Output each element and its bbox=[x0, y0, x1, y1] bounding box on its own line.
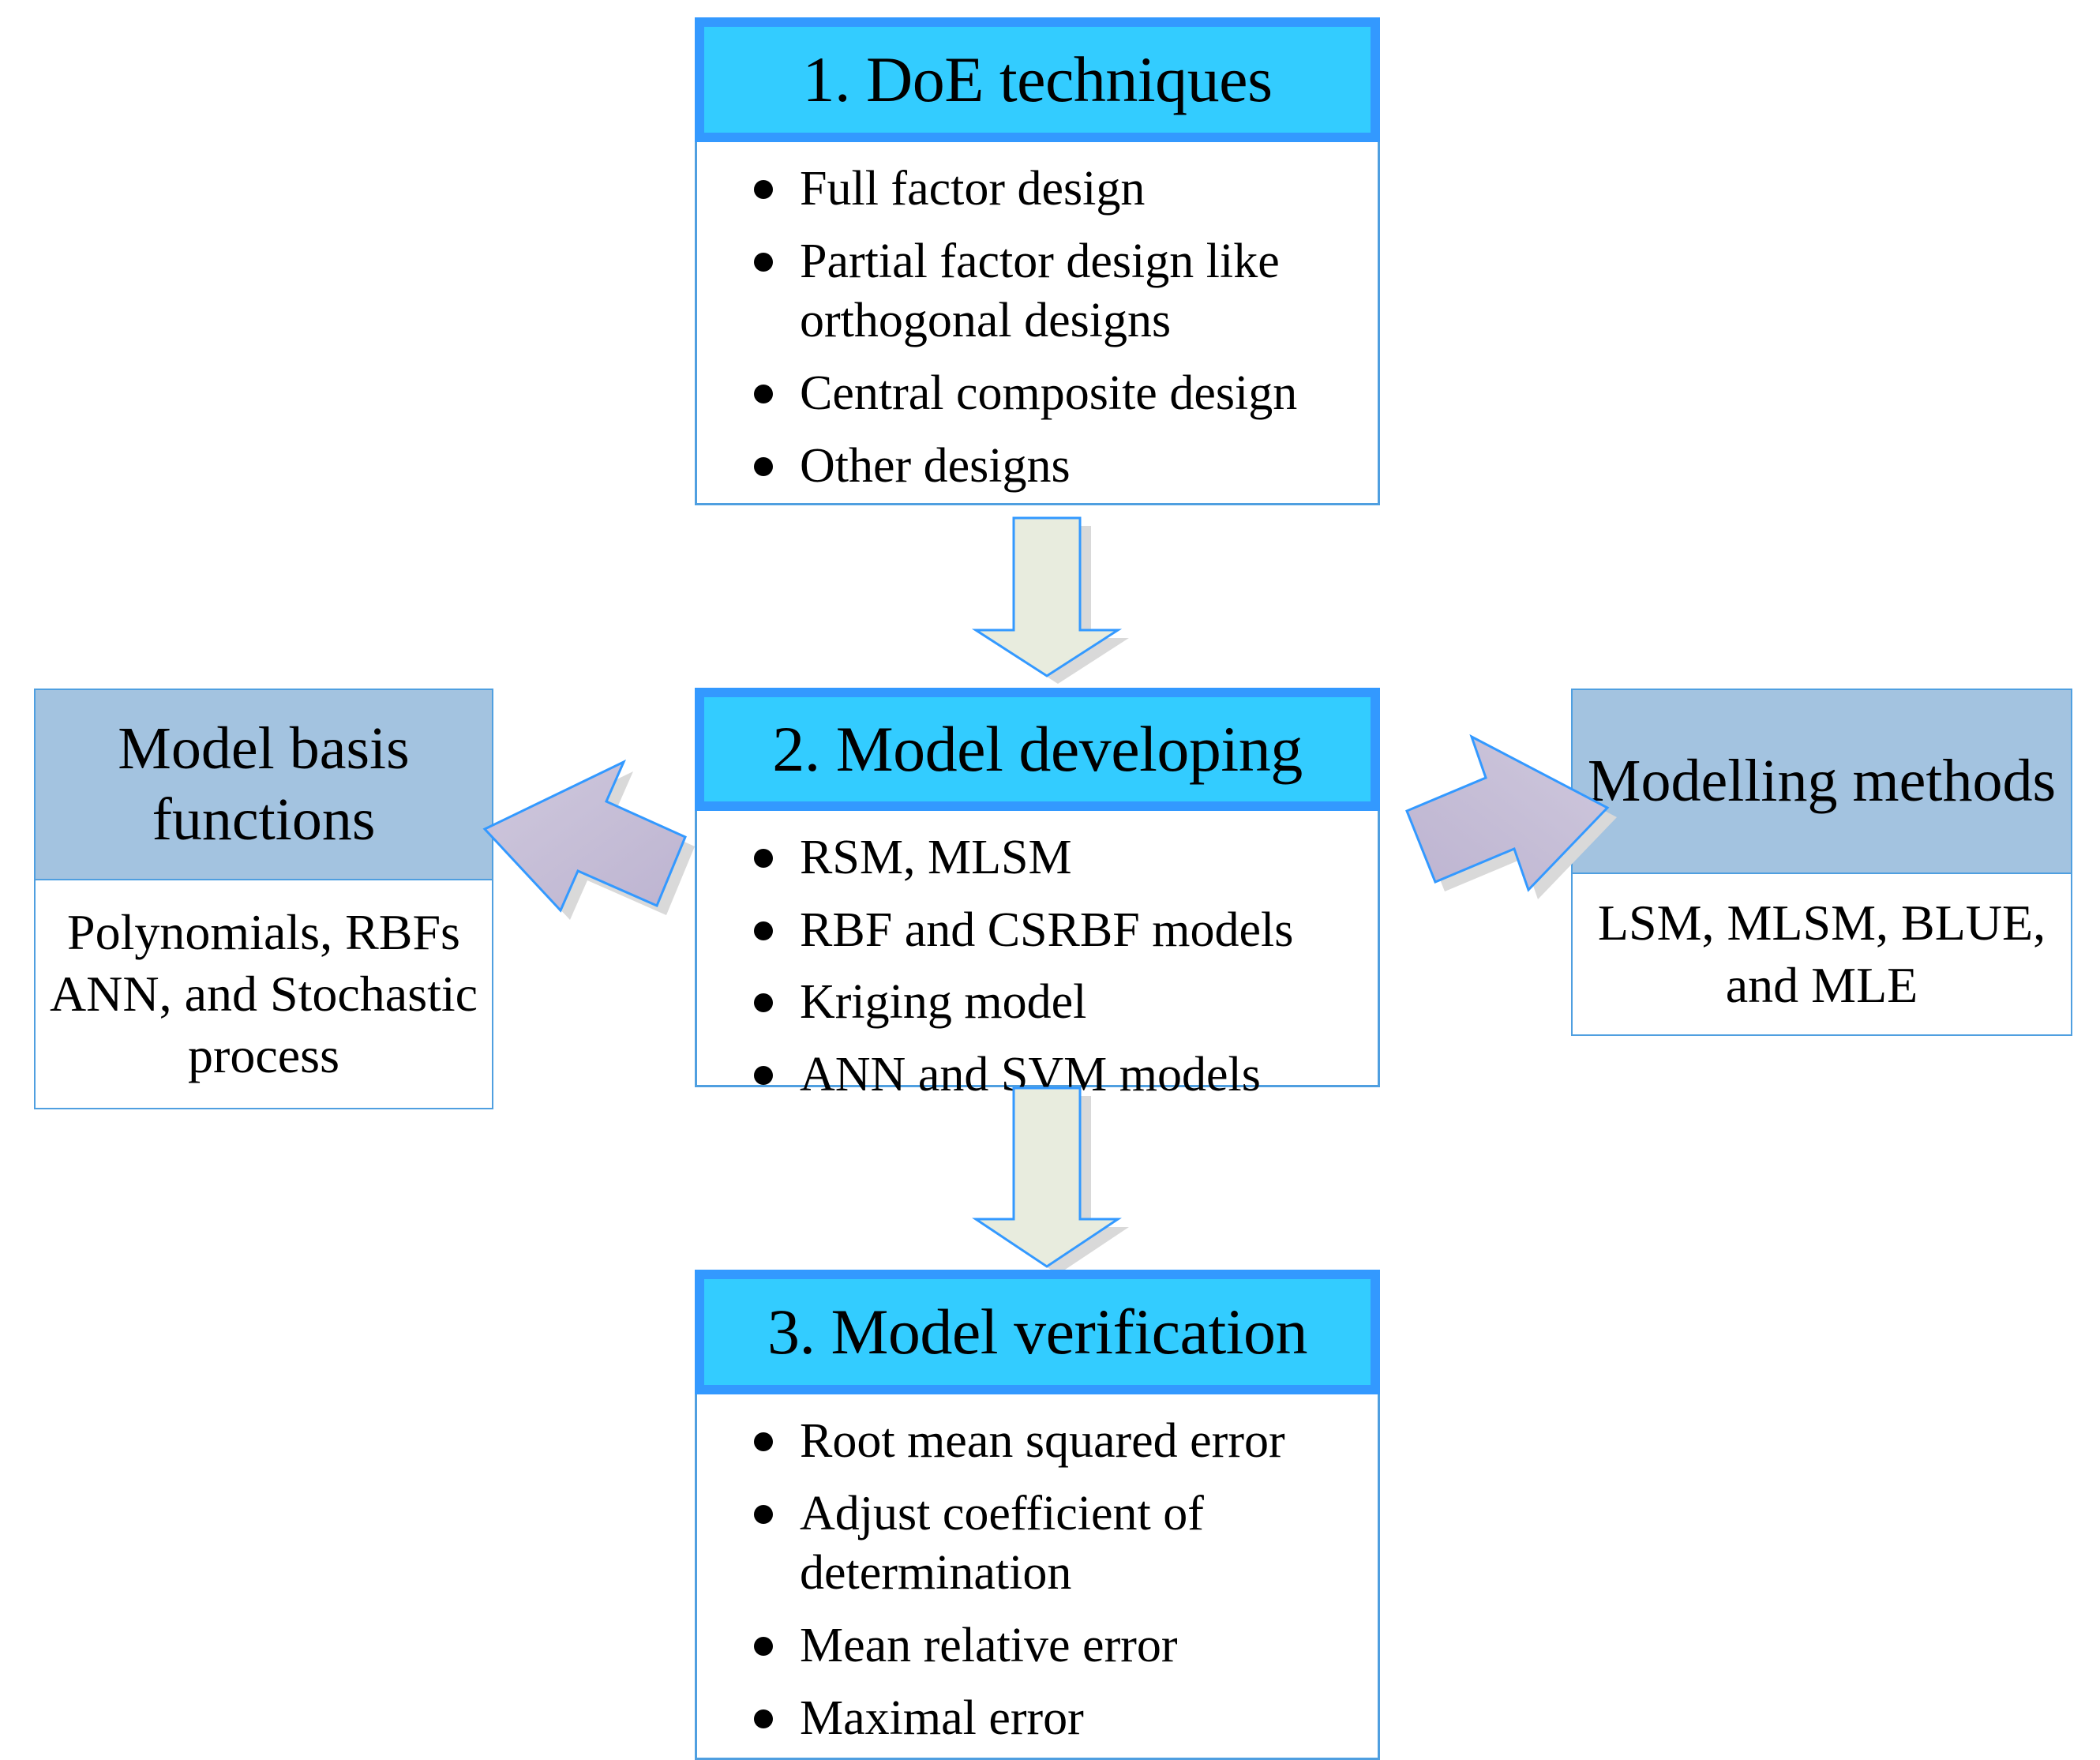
step-card-model-developing-body: RSM, MLSM RBF and CSRBF models Kriging m… bbox=[695, 811, 1380, 1101]
step-card-model-verification: 3. Model verification Root mean squared … bbox=[695, 1270, 1380, 1760]
list-item-label: RSM, MLSM bbox=[800, 831, 1072, 884]
list-item: Root mean squared error bbox=[705, 1412, 1370, 1472]
list-item-label: Mean relative error bbox=[800, 1618, 1178, 1672]
connector-basis-to-developing bbox=[474, 754, 726, 940]
connector-methods-to-developing bbox=[1389, 730, 1642, 924]
step-card-doe-header: 1. DoE techniques bbox=[695, 17, 1380, 142]
bullet-icon bbox=[754, 384, 773, 403]
side-card-modelling-methods-body: LSM, MLSM, BLUE, and MLE bbox=[1571, 874, 2072, 1036]
list-item: Other designs bbox=[705, 437, 1370, 497]
list-item-label: Other designs bbox=[800, 438, 1071, 493]
list-item: RBF and CSRBF models bbox=[705, 901, 1370, 961]
list-item-label: Full factor design bbox=[800, 162, 1146, 216]
bullet-icon bbox=[754, 993, 773, 1013]
step-card-model-verification-list: Root mean squared error Adjust coefficie… bbox=[705, 1412, 1370, 1748]
list-item-label: Kriging model bbox=[800, 975, 1087, 1030]
connector-developing-to-verification bbox=[928, 1086, 1165, 1274]
list-item-label: RBF and CSRBF models bbox=[800, 903, 1294, 957]
step-card-doe-title: 1. DoE techniques bbox=[802, 43, 1273, 115]
connector-doe-to-developing bbox=[928, 512, 1165, 684]
list-item: Mean relative error bbox=[705, 1616, 1370, 1676]
side-card-modelling-methods-title: Modelling methods bbox=[1587, 747, 2057, 814]
step-card-model-verification-title: 3. Model verification bbox=[767, 1296, 1308, 1368]
list-item-label: Central composite design bbox=[800, 366, 1298, 420]
side-card-modelling-methods-text: LSM, MLSM, BLUE, and MLE bbox=[1597, 895, 2046, 1013]
side-card-modelling-methods: Modelling methods LSM, MLSM, BLUE, and M… bbox=[1571, 689, 2072, 1036]
bullet-icon bbox=[754, 1504, 773, 1524]
list-item-label: Maximal error bbox=[800, 1691, 1084, 1745]
list-item: Partial factor design like orthogonal de… bbox=[705, 232, 1370, 351]
list-item-label: Partial factor design like orthogonal de… bbox=[800, 234, 1280, 348]
side-card-model-basis-functions-title: Model basis functions bbox=[118, 715, 410, 853]
arrow-diagonal-right-icon bbox=[482, 759, 695, 920]
bullet-icon bbox=[754, 252, 773, 272]
bullet-icon bbox=[754, 849, 773, 869]
step-card-model-developing-title: 2. Model developing bbox=[772, 713, 1303, 785]
side-card-modelling-methods-header: Modelling methods bbox=[1571, 689, 2072, 874]
list-item: Full factor design bbox=[705, 159, 1370, 220]
bullet-icon bbox=[754, 180, 773, 200]
list-item: Central composite design bbox=[705, 364, 1370, 424]
list-item: Adjust coefficient of determination bbox=[705, 1484, 1370, 1604]
side-card-model-basis-functions-header: Model basis functions bbox=[34, 689, 493, 880]
arrow-down-icon bbox=[971, 516, 1129, 684]
side-card-model-basis-functions-body: Polynomials, RBFs ANN, and Stochastic pr… bbox=[34, 880, 493, 1109]
step-card-doe: 1. DoE techniques Full factor design Par… bbox=[695, 17, 1380, 505]
step-card-doe-list: Full factor design Partial factor design… bbox=[705, 159, 1370, 496]
list-item: Maximal error bbox=[705, 1689, 1370, 1749]
bullet-icon bbox=[754, 1709, 773, 1728]
arrow-down-icon bbox=[972, 1086, 1129, 1274]
bullet-icon bbox=[754, 1636, 773, 1656]
step-card-model-developing-header: 2. Model developing bbox=[695, 688, 1380, 811]
side-card-model-basis-functions: Model basis functions Polynomials, RBFs … bbox=[34, 689, 493, 1109]
step-card-model-developing-list: RSM, MLSM RBF and CSRBF models Kriging m… bbox=[705, 828, 1370, 1105]
step-card-model-developing: 2. Model developing RSM, MLSM RBF and CS… bbox=[695, 688, 1380, 1101]
step-card-doe-body: Full factor design Partial factor design… bbox=[695, 142, 1380, 505]
step-card-model-verification-header: 3. Model verification bbox=[695, 1270, 1380, 1394]
side-card-model-basis-functions-text: Polynomials, RBFs ANN, and Stochastic pr… bbox=[49, 903, 478, 1084]
bullet-icon bbox=[754, 1432, 773, 1452]
bullet-icon bbox=[754, 456, 773, 476]
bullet-icon bbox=[754, 1065, 773, 1085]
arrow-diagonal-left-icon bbox=[1405, 734, 1617, 899]
bullet-icon bbox=[754, 921, 773, 940]
list-item: Kriging model bbox=[705, 973, 1370, 1033]
list-item: RSM, MLSM bbox=[705, 828, 1370, 888]
list-item-label: Adjust coefficient of determination bbox=[800, 1486, 1204, 1601]
list-item-label: Root mean squared error bbox=[800, 1414, 1285, 1468]
step-card-model-verification-body: Root mean squared error Adjust coefficie… bbox=[695, 1394, 1380, 1760]
